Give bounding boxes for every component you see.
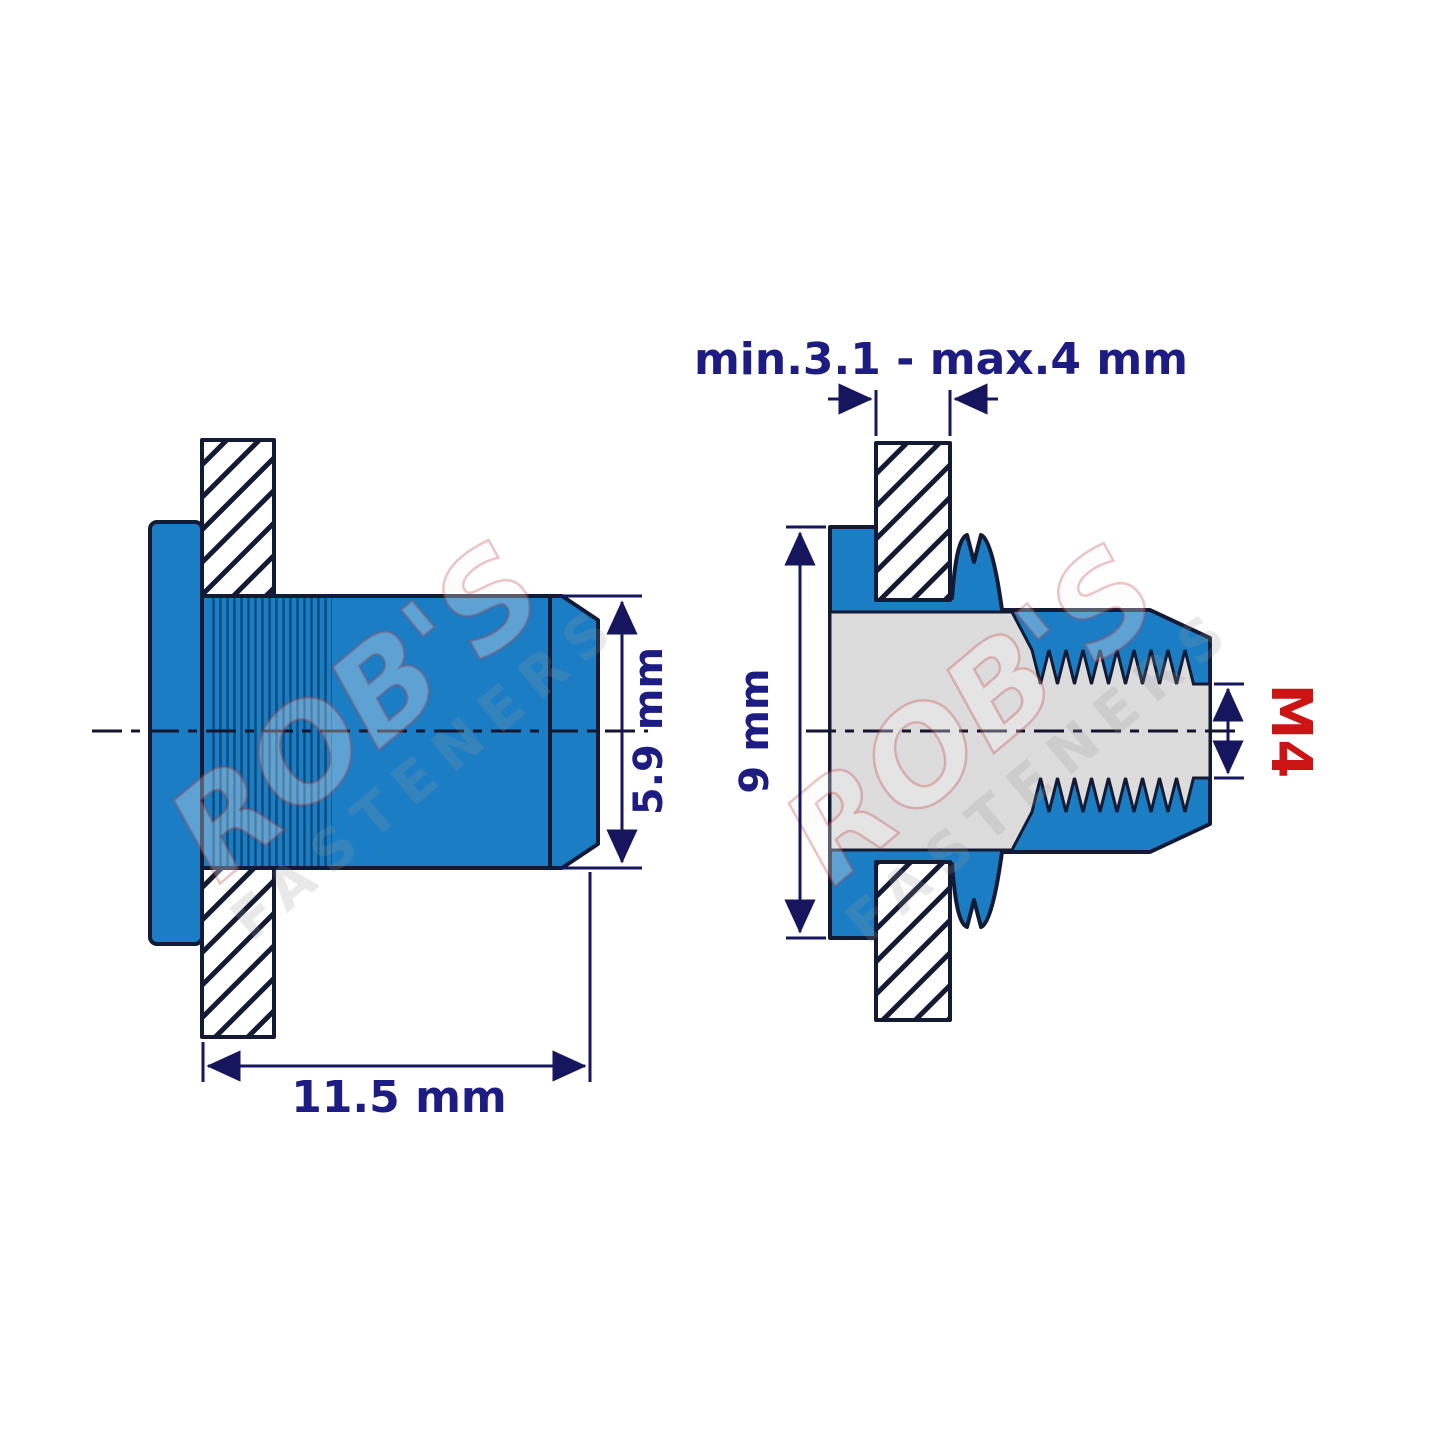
section-view: [806, 441, 1240, 1022]
dimension-grip-range: min.3.1 - max.4 mm: [694, 334, 1188, 436]
dimension-thread-size: M4: [1212, 682, 1323, 780]
side-view: [92, 438, 648, 1039]
dimension-total-length: 11.5 mm: [201, 872, 592, 1123]
label-body-diameter: 5.9 mm: [626, 647, 672, 815]
dimension-body-diameter: 5.9 mm: [558, 594, 672, 870]
label-flange-diameter: 9 mm: [732, 668, 778, 793]
label-total-length: 11.5 mm: [291, 1072, 507, 1123]
rivnut-flange: [148, 520, 204, 946]
clamped-plate-top: [874, 441, 952, 602]
dimension-flange-diameter: 9 mm: [732, 525, 826, 940]
label-grip-range: min.3.1 - max.4 mm: [694, 334, 1188, 385]
clamped-plate-bottom: [874, 860, 952, 1022]
label-thread-size: M4: [1258, 684, 1323, 779]
